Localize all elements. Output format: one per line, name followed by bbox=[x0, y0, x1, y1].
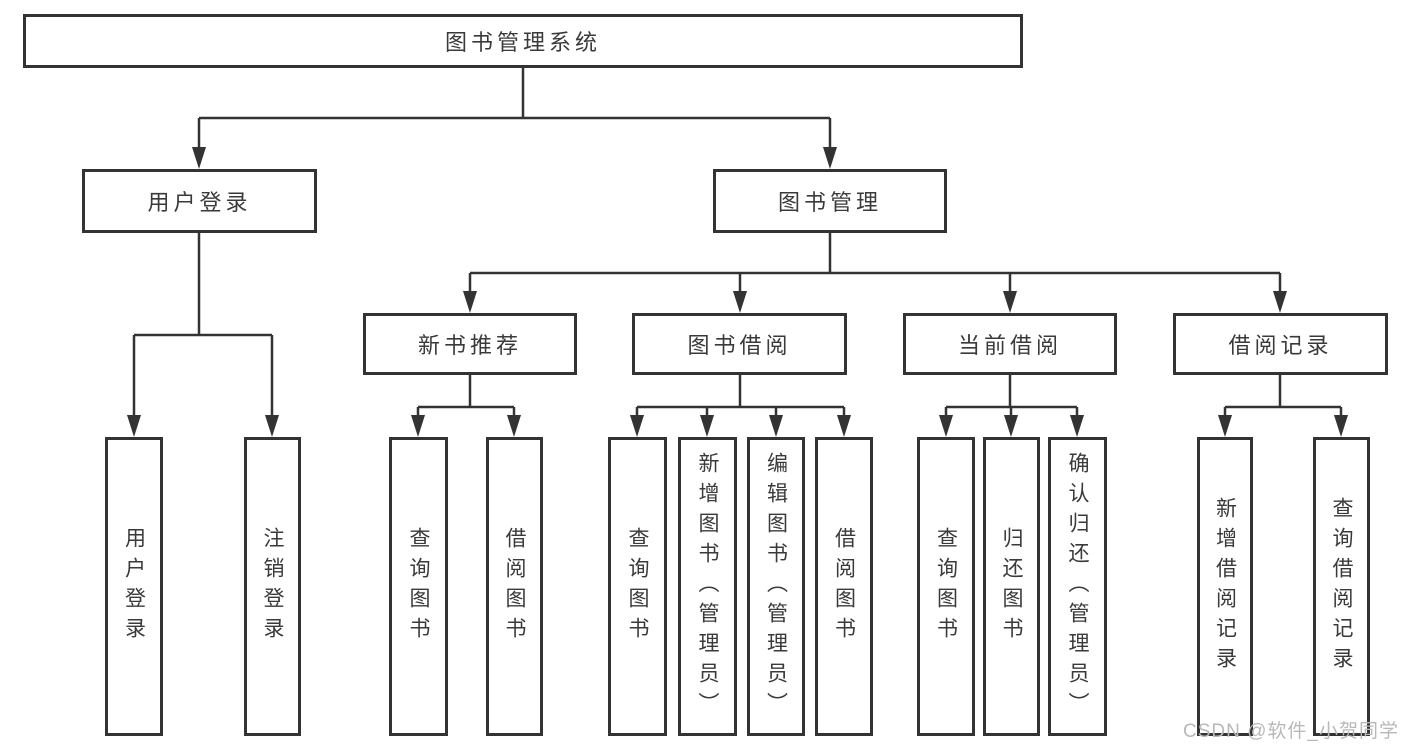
node-root-library-system: 图书管理系统 bbox=[23, 14, 1023, 68]
arrowhead bbox=[630, 415, 644, 437]
watermark: CSDN @软件_小贺同学 bbox=[1183, 721, 1399, 742]
arrowhead bbox=[1273, 291, 1287, 313]
arrowhead bbox=[127, 415, 141, 437]
node-label: 图书管理 bbox=[777, 190, 882, 215]
arrowhead bbox=[411, 415, 425, 437]
arrowhead bbox=[192, 147, 206, 169]
arrowhead bbox=[1003, 291, 1017, 313]
node-label: 借阅记录 bbox=[1228, 333, 1333, 358]
node-label: 注销登录 bbox=[261, 526, 284, 647]
arrowhead bbox=[939, 415, 953, 437]
arrowhead bbox=[823, 147, 837, 169]
leaf-current-confirm-return-admin: 确认归还（管理员） bbox=[1048, 437, 1107, 736]
node-current-borrow: 当前借阅 bbox=[903, 313, 1117, 375]
leaf-borrow-borrow-books: 借阅图书 bbox=[815, 437, 873, 736]
node-user-login: 用户登录 bbox=[82, 169, 317, 233]
node-label: 借阅图书 bbox=[503, 526, 526, 647]
arrowhead bbox=[837, 415, 851, 437]
node-label: 用户登录 bbox=[147, 190, 252, 215]
node-label: 查询图书 bbox=[626, 526, 649, 647]
leaf-borrow-edit-books-admin: 编辑图书（管理员） bbox=[747, 437, 805, 736]
arrowhead bbox=[463, 291, 477, 313]
arrowhead bbox=[769, 415, 783, 437]
node-label: 确认归还（管理员） bbox=[1066, 451, 1089, 722]
arrowhead bbox=[507, 415, 521, 437]
arrowhead bbox=[1218, 415, 1232, 437]
leaf-records-add-borrow-record: 新增借阅记录 bbox=[1197, 437, 1253, 736]
node-label: 图书借阅 bbox=[687, 333, 792, 358]
node-label: 编辑图书（管理员） bbox=[764, 451, 788, 722]
node-label: 新增图书（管理员） bbox=[696, 451, 719, 722]
arrowhead bbox=[1334, 415, 1348, 437]
arrowhead bbox=[1070, 415, 1084, 437]
node-book-management: 图书管理 bbox=[713, 169, 947, 233]
node-label: 查询图书 bbox=[934, 526, 958, 647]
node-label: 借阅图书 bbox=[832, 526, 856, 647]
node-label: 新书推荐 bbox=[417, 333, 522, 358]
leaf-user-login: 用户登录 bbox=[105, 437, 163, 736]
leaf-newbook-query-books: 查询图书 bbox=[389, 437, 448, 736]
leaf-logout-login: 注销登录 bbox=[244, 437, 301, 736]
leaf-borrow-add-books-admin: 新增图书（管理员） bbox=[678, 437, 737, 736]
leaf-records-query-borrow-record: 查询借阅记录 bbox=[1313, 437, 1370, 736]
node-label: 查询图书 bbox=[407, 526, 430, 647]
node-borrow-records: 借阅记录 bbox=[1173, 313, 1388, 375]
leaf-newbook-borrow-books: 借阅图书 bbox=[486, 437, 543, 736]
node-label: 归还图书 bbox=[1000, 526, 1023, 647]
node-book-borrow: 图书借阅 bbox=[632, 313, 847, 375]
node-label: 查询借阅记录 bbox=[1330, 496, 1353, 677]
leaf-current-query-books: 查询图书 bbox=[917, 437, 975, 736]
node-label: 用户登录 bbox=[122, 526, 146, 647]
arrowhead bbox=[700, 415, 714, 437]
arrowhead bbox=[1004, 415, 1018, 437]
arrowhead bbox=[733, 291, 747, 313]
arrowhead bbox=[265, 415, 279, 437]
node-label: 新增借阅记录 bbox=[1213, 496, 1237, 677]
node-new-book-recommend: 新书推荐 bbox=[363, 313, 577, 375]
leaf-borrow-query-books: 查询图书 bbox=[608, 437, 667, 736]
node-label: 图书管理系统 bbox=[444, 30, 601, 55]
leaf-current-return-books: 归还图书 bbox=[983, 437, 1040, 736]
node-label: 当前借阅 bbox=[957, 333, 1062, 358]
connector-path bbox=[132, 68, 1343, 418]
